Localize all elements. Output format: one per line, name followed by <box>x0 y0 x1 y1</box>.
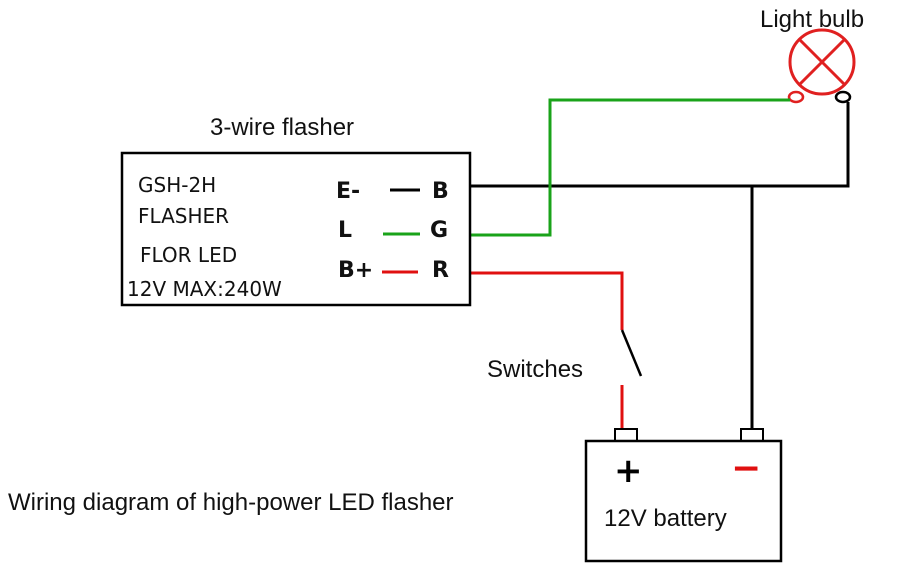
battery-body <box>584 439 783 563</box>
bulb-terminal-left <box>787 90 805 104</box>
terminal-g-label: G <box>430 218 448 243</box>
battery: + − 12V battery <box>584 428 783 563</box>
battery-minus-sign: − <box>731 448 761 489</box>
red-wire-r-to-switch <box>470 271 624 330</box>
terminal-b-plus-label: B+ <box>338 258 373 283</box>
battery-label: 12V battery <box>604 505 727 532</box>
bulb-circle <box>788 28 856 96</box>
terminal-b-label: B <box>432 179 449 204</box>
flasher-box <box>120 151 472 307</box>
flasher-rating: 12V MAX:240W <box>127 277 282 301</box>
battery-plus-sign: + <box>614 451 643 491</box>
bulb-terminal-right <box>834 90 852 104</box>
terminal-e-minus-label: E- <box>336 179 360 204</box>
flasher-caption: 3-wire flasher <box>210 114 354 141</box>
flasher-line-3: FLOR LED <box>140 243 237 267</box>
black-wire-b-to-bulb <box>470 102 850 188</box>
switch-lever <box>620 329 643 377</box>
bulb-cross-2 <box>798 38 846 86</box>
flasher-line-2: FLASHER <box>138 204 229 228</box>
terminal-r-label: R <box>432 258 449 283</box>
flasher-model: GSH-2H <box>138 173 216 197</box>
switches-label: Switches <box>487 356 583 383</box>
flasher-unit: GSH-2H FLASHER FLOR LED 12V MAX:240W E- … <box>120 151 472 307</box>
battery-positive-post <box>614 428 638 442</box>
green-wire-g-to-bulb <box>470 98 790 237</box>
battery-negative-post <box>740 428 764 442</box>
light-bulb <box>787 28 856 104</box>
diagram-title: Wiring diagram of high-power LED flasher <box>8 489 454 516</box>
terminal-l-label: L <box>338 218 352 243</box>
light-bulb-label: Light bulb <box>760 6 864 33</box>
